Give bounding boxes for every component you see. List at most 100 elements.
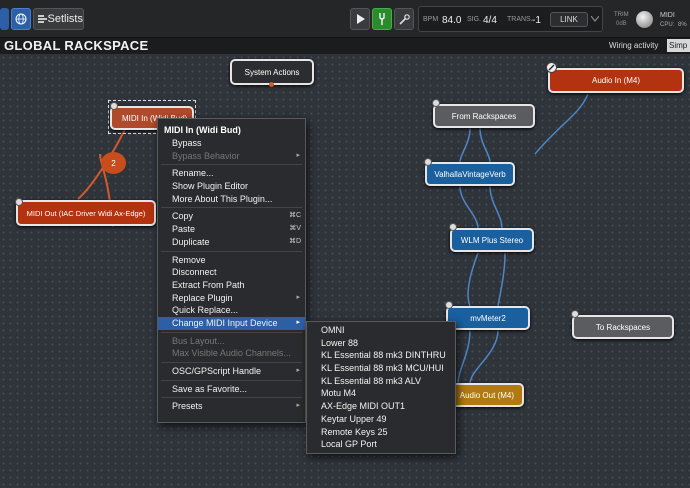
menu-item-show-editor[interactable]: Show Plugin Editor — [158, 180, 305, 193]
sidebar-toggle[interactable] — [0, 8, 9, 30]
mvmeter-plugin[interactable]: mvMeter2 — [446, 306, 530, 330]
menu-item-change-midi-input[interactable]: Change MIDI Input Device▸ — [158, 316, 305, 330]
link-button[interactable]: LINK — [550, 12, 588, 27]
midi-in-label: MIDI In (Widi Bud) — [122, 113, 188, 123]
device-item-omni[interactable]: OMNI — [321, 325, 345, 335]
bpm-label: BPM — [423, 16, 439, 23]
menu-item-copy[interactable]: Copy ⌘C — [158, 210, 305, 223]
volume-knob[interactable] — [635, 10, 654, 29]
valhalla-plugin[interactable]: ValhallaVintageVerb — [425, 162, 515, 186]
link-label: LINK — [560, 15, 578, 24]
setlists-button[interactable]: Setlists — [33, 8, 84, 30]
midi-out-plugin[interactable]: MIDI Out (IAC Driver Widi Ax-Edge) — [16, 200, 156, 226]
menu-label: Copy — [172, 211, 194, 222]
menu-item-presets[interactable]: Presets▸ — [158, 400, 305, 413]
menu-item-max-audio: Max Visible Audio Channels... — [158, 347, 305, 360]
menu-label: Save as Favorite... — [172, 383, 248, 394]
view-mode-label: Simp — [669, 41, 688, 50]
tuning-fork-icon — [379, 13, 385, 25]
chevron-down-icon[interactable] — [591, 16, 599, 22]
pencil-icon[interactable] — [546, 62, 557, 73]
wlm-plugin[interactable]: WLM Plus Stereo — [450, 228, 534, 252]
device-item-kl-alv[interactable]: KL Essential 88 mk3 ALV — [321, 375, 422, 386]
sig-value[interactable]: 4/4 — [483, 15, 497, 26]
cpu-label: CPU: — [660, 22, 675, 28]
power-icon[interactable] — [15, 198, 23, 206]
chevron-right-icon: ▸ — [296, 151, 300, 159]
midi-device-submenu: OMNI Lower 88 KL Essential 88 mk3 DINTHR… — [306, 321, 456, 454]
trans-value[interactable]: -1 — [532, 15, 541, 26]
menu-label: Rename... — [172, 168, 214, 179]
menu-item-duplicate[interactable]: Duplicate ⌘D — [158, 236, 305, 249]
wiring-canvas[interactable]: System Actions MIDI In (Widi Bud) 2 MIDI… — [0, 54, 690, 488]
menu-label: Disconnect — [172, 267, 217, 278]
menu-item-osc-handle[interactable]: OSC/GPScript Handle▸ — [158, 365, 305, 378]
menu-item-bus-layout: Bus Layout... — [158, 335, 305, 348]
wrench-icon — [398, 13, 410, 25]
globe-icon — [15, 13, 27, 25]
power-icon[interactable] — [424, 158, 432, 166]
menu-item-extract[interactable]: Extract From Path — [158, 279, 305, 292]
menu-item-remove[interactable]: Remove — [158, 254, 305, 267]
device-item-kl-dinthru[interactable]: KL Essential 88 mk3 DINTHRU — [321, 350, 446, 361]
menu-item-bypass[interactable]: Bypass — [158, 137, 305, 150]
menu-separator — [161, 331, 302, 333]
from-rackspaces-label: From Rackspaces — [451, 111, 517, 121]
menu-label: Change MIDI Input Device — [172, 317, 278, 328]
device-item-local-gp-port[interactable]: Local GP Port — [321, 439, 377, 450]
view-mode-button[interactable]: Simp — [667, 39, 690, 52]
device-item-kl-mcu[interactable]: KL Essential 88 mk3 MCU/HUI — [321, 363, 444, 374]
bpm-value[interactable]: 84.0 — [442, 15, 462, 26]
power-icon[interactable] — [110, 102, 118, 110]
menu-separator — [161, 207, 302, 209]
mvmeter-label: mvMeter2 — [470, 313, 506, 323]
menu-item-replace-plugin[interactable]: Replace Plugin ▸ — [158, 292, 305, 305]
menu-separator — [161, 362, 302, 363]
audio-in-plugin[interactable]: Audio In (M4) — [548, 68, 684, 93]
menu-separator — [161, 397, 302, 399]
list-icon — [38, 15, 47, 23]
output-pin[interactable] — [269, 82, 274, 87]
power-icon[interactable] — [432, 99, 440, 107]
menu-item-rename[interactable]: Rename... — [158, 167, 305, 180]
device-item-remote-keys[interactable]: Remote Keys 25 — [321, 426, 388, 437]
trim-value: 0dB — [616, 21, 627, 27]
valhalla-label: ValhallaVintageVerb — [434, 169, 506, 179]
chevron-right-icon: ▸ — [296, 367, 300, 374]
menu-separator — [161, 379, 302, 381]
power-icon[interactable] — [449, 223, 457, 231]
wrench-button[interactable] — [394, 8, 414, 30]
chevron-right-icon: ▸ — [296, 293, 300, 301]
play-button[interactable] — [350, 8, 370, 30]
menu-item-save-favorite[interactable]: Save as Favorite... — [158, 383, 305, 396]
device-item-motu-m4[interactable]: Motu M4 — [321, 388, 357, 399]
channel-badge[interactable]: 2 — [101, 152, 126, 174]
globe-button[interactable] — [11, 8, 31, 30]
menu-item-quick-replace[interactable]: Quick Replace... — [158, 304, 305, 317]
menu-label: Replace Plugin — [172, 292, 233, 303]
menu-label: Paste — [172, 224, 196, 235]
cpu-value: 8% — [678, 22, 687, 28]
top-toolbar: Setlists BPM 84.0 SIG. 4/4 TRANS. -1 LIN… — [0, 0, 690, 38]
transport-panel: BPM 84.0 SIG. 4/4 TRANS. -1 LINK — [418, 6, 603, 32]
menu-item-disconnect[interactable]: Disconnect — [158, 266, 305, 279]
shortcut-label: ⌘C — [288, 212, 301, 220]
device-item-keytar[interactable]: Keytar Upper 49 — [321, 413, 387, 424]
to-rackspaces-label: To Rackspaces — [595, 322, 651, 332]
menu-label: Bus Layout... — [172, 335, 225, 346]
menu-separator — [161, 250, 302, 252]
tuner-button[interactable] — [372, 8, 392, 30]
device-item-ax-edge[interactable]: AX-Edge MIDI OUT1 — [321, 401, 406, 412]
menu-item-more-about[interactable]: More About This Plugin... — [158, 193, 305, 206]
trim-label: TRIM — [614, 12, 629, 18]
from-rackspaces-plugin[interactable]: From Rackspaces — [433, 104, 535, 128]
device-item-lower-88[interactable]: Lower 88 — [321, 337, 359, 348]
shortcut-label: ⌘D — [288, 237, 301, 245]
menu-item-paste[interactable]: Paste⌘V — [158, 223, 305, 236]
badge-value: 2 — [111, 158, 116, 168]
context-menu: MIDI In (Widi Bud) Bypass Bypass Behavio… — [157, 118, 306, 423]
power-icon[interactable] — [571, 310, 579, 318]
menu-label: Duplicate — [172, 236, 210, 247]
to-rackspaces-plugin[interactable]: To Rackspaces — [572, 315, 674, 339]
power-icon[interactable] — [445, 301, 453, 309]
